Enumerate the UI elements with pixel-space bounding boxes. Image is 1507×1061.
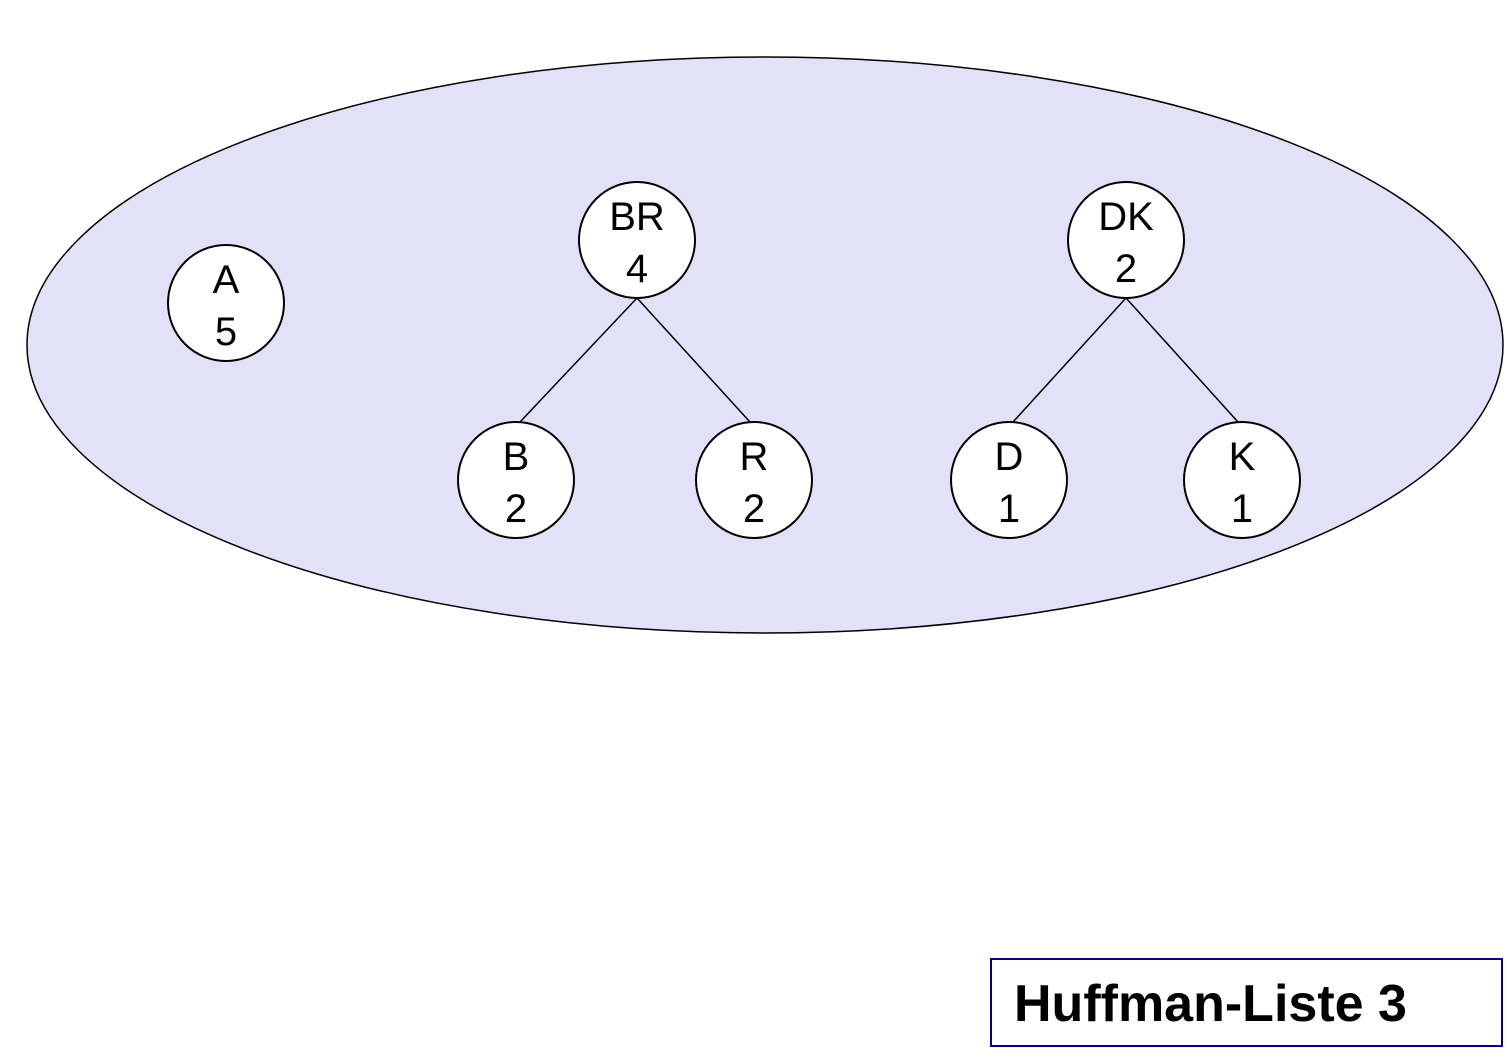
node-label: D <box>995 435 1024 479</box>
node-circle <box>950 421 1068 539</box>
node-weight: 2 <box>505 487 527 531</box>
tree-node-A: A5 <box>167 244 285 362</box>
tree-node-K: K1 <box>1183 421 1301 539</box>
edges <box>519 297 1239 423</box>
node-weight: 1 <box>998 487 1020 531</box>
tree-node-BR: BR 4 <box>578 181 696 299</box>
diagram-title: Huffman-Liste 3 <box>1014 975 1407 1033</box>
node-circle <box>1067 181 1185 299</box>
node-label: DK <box>1098 195 1154 239</box>
title-box: Huffman-Liste 3 <box>990 958 1503 1047</box>
edge-BR-R <box>636 297 751 423</box>
tree-node-R: R2 <box>695 421 813 539</box>
node-circle <box>578 181 696 299</box>
node-weight: 2 <box>1115 247 1137 291</box>
node-weight: 5 <box>215 310 237 354</box>
edge-DK-D <box>1012 297 1127 423</box>
node-circle <box>167 244 285 362</box>
tree-node-DK: DK 2 <box>1067 181 1185 299</box>
node-label: B <box>503 435 530 479</box>
node-circle <box>695 421 813 539</box>
node-label: R <box>740 435 769 479</box>
node-weight: 2 <box>743 487 765 531</box>
tree-node-D: D1 <box>950 421 1068 539</box>
node-weight: 1 <box>1231 487 1253 531</box>
edge-BR-B <box>519 297 638 423</box>
node-circle <box>1183 421 1301 539</box>
node-label: K <box>1229 435 1256 479</box>
node-circle <box>457 421 575 539</box>
node-label: A <box>213 258 240 302</box>
node-label: BR <box>609 195 665 239</box>
tree-node-B: B2 <box>457 421 575 539</box>
node-weight: 4 <box>626 247 648 291</box>
edge-DK-K <box>1125 297 1239 423</box>
